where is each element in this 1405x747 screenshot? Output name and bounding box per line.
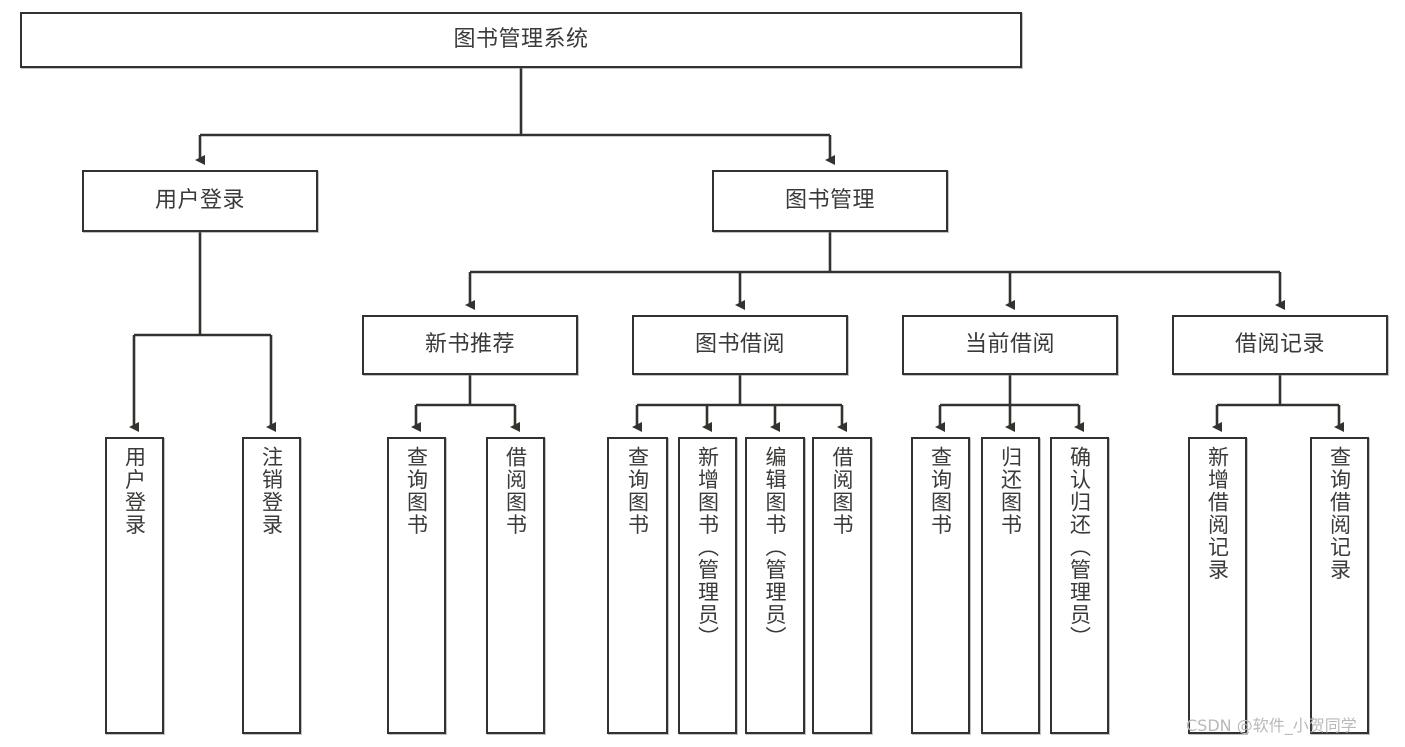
leaf-node-label: 查询图书 [625,446,650,536]
leaf-node-label: 新增图书（管理员） [695,446,720,649]
node-new-book-recommend-label: 新书推荐 [424,331,515,357]
node-book-management[interactable]: 图书管理 [712,170,948,232]
leaf-node-label: 注销登录 [259,446,284,536]
leaf-node[interactable]: 新增图书（管理员） [678,437,737,734]
node-root[interactable]: 图书管理系统 [20,12,1022,68]
node-book-borrow-label: 图书借阅 [694,331,785,357]
leaf-node[interactable]: 确认归还（管理员） [1050,437,1109,734]
leaf-node[interactable]: 查询图书 [607,437,668,734]
node-user-login[interactable]: 用户登录 [82,170,318,232]
leaf-node-label: 编辑图书（管理员） [763,446,788,649]
leaf-node[interactable]: 借阅图书 [486,437,545,734]
leaf-node[interactable]: 归还图书 [981,437,1040,734]
node-current-borrow-label: 当前借阅 [964,331,1055,357]
leaf-node[interactable]: 查询借阅记录 [1310,437,1369,734]
node-current-borrow[interactable]: 当前借阅 [902,315,1118,375]
leaf-node[interactable]: 编辑图书（管理员） [745,437,805,734]
node-root-label: 图书管理系统 [453,26,589,52]
leaf-node-label: 查询图书 [404,446,429,536]
leaf-node-label: 归还图书 [998,446,1023,536]
leaf-node[interactable]: 注销登录 [242,437,301,734]
leaf-node-label: 确认归还（管理员） [1067,446,1092,649]
leaf-node[interactable]: 查询图书 [387,437,446,734]
leaf-node[interactable]: 借阅图书 [812,437,872,734]
leaf-node-label: 新增借阅记录 [1205,446,1230,581]
leaf-node-label: 查询图书 [928,446,953,536]
node-new-book-recommend[interactable]: 新书推荐 [362,315,578,375]
node-borrow-records[interactable]: 借阅记录 [1172,315,1388,375]
leaf-node-label: 借阅图书 [503,446,528,536]
node-borrow-records-label: 借阅记录 [1234,331,1325,357]
leaf-node[interactable]: 用户登录 [105,437,164,734]
leaf-node-label: 借阅图书 [830,446,855,536]
node-book-borrow[interactable]: 图书借阅 [632,315,848,375]
leaf-node[interactable]: 新增借阅记录 [1188,437,1247,734]
leaf-node[interactable]: 查询图书 [911,437,970,734]
leaf-node-label: 查询借阅记录 [1327,446,1352,581]
watermark: CSDN @软件_小贺同学 [1186,716,1357,735]
node-user-login-label: 用户登录 [154,187,245,213]
leaf-node-label: 用户登录 [122,446,147,536]
node-book-management-label: 图书管理 [784,187,875,213]
